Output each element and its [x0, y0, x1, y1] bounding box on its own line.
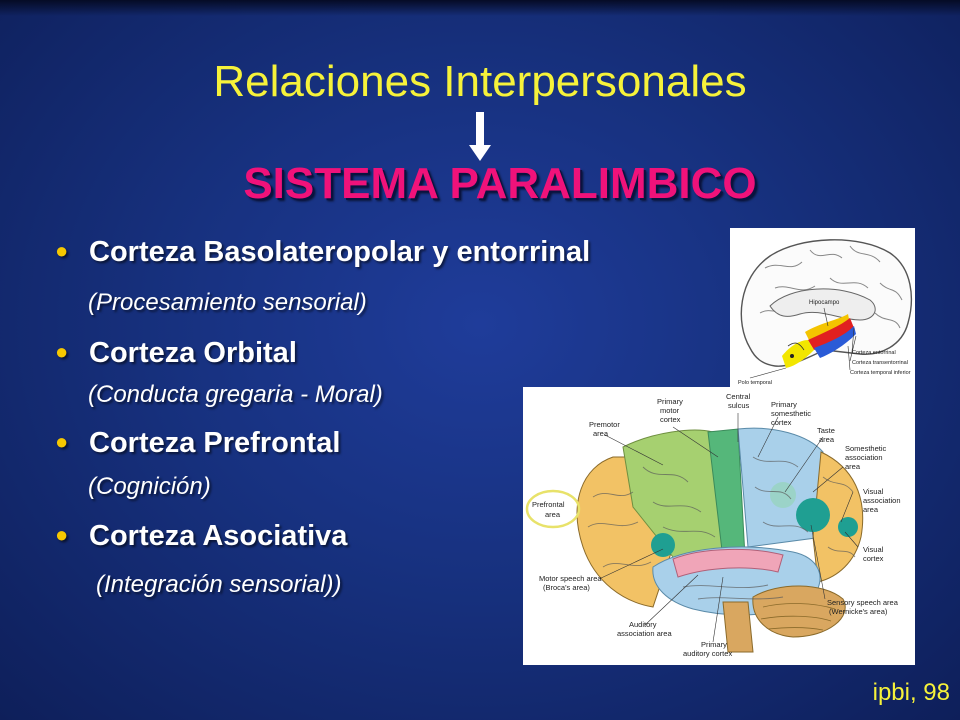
label-corteza-entorrinal: Corteza entorrinal — [852, 350, 896, 356]
label-motor-speech-2: (Broca's area) — [543, 583, 590, 592]
label-hipocampo: Hipocampo — [809, 300, 840, 306]
bullet-desc-3: (Cognición) — [88, 473, 211, 500]
label-polo-temporal: Polo temporal — [738, 380, 772, 386]
label-primary-motor-2: motor — [660, 406, 680, 415]
label-primary-auditory-2: auditory cortex — [683, 649, 732, 658]
label-visual-cortex-1: Visual — [863, 545, 884, 554]
label-prefrontal-2: area — [545, 510, 561, 519]
label-visual-assoc-3: area — [863, 505, 879, 514]
medial-brain-illustration: Hipocampo Corteza entorrinal Corteza tra… — [738, 239, 913, 386]
label-corteza-transentorrinal: Corteza transentorrinal — [852, 360, 908, 366]
slide-credit: ipbi, 98 — [872, 679, 950, 706]
label-corteza-temporal-inferior: Corteza temporal inferior — [850, 370, 911, 376]
label-central-1: Central — [726, 392, 751, 401]
label-primary-motor-1: Primary — [657, 397, 683, 406]
medial-brain-image: Hipocampo Corteza entorrinal Corteza tra… — [730, 228, 915, 390]
label-somesthetic-3: cortex — [771, 418, 792, 427]
bullet-desc-2: (Conducta gregaria - Moral) — [88, 381, 383, 408]
label-somesthetic-1: Primary — [771, 400, 797, 409]
label-primary-auditory-1: Primary — [701, 640, 727, 649]
lateral-brain-image: Premotor area Primary motor cortex Centr… — [523, 387, 915, 665]
bullet-item-1: ● Corteza Basolateropolar y entorrinal — [55, 234, 590, 269]
label-visual-assoc-1: Visual — [863, 487, 884, 496]
bullet-desc-1: (Procesamiento sensorial) — [88, 289, 367, 316]
lateral-brain-illustration: Premotor area Primary motor cortex Centr… — [525, 392, 901, 658]
slide-subtitle: SISTEMA PARALIMBICO — [243, 159, 757, 208]
bullet-desc-4: (Integración sensorial)) — [96, 571, 342, 598]
label-auditory-assoc-1: Auditory — [629, 620, 657, 629]
bullet-dot-icon: ● — [55, 339, 69, 364]
label-auditory-assoc-2: association area — [617, 629, 672, 638]
bullet-item-3: ● Corteza Prefrontal — [55, 425, 340, 460]
bullet-label: Corteza Asociativa — [89, 520, 348, 552]
label-somesthetic-assoc-3: area — [845, 462, 861, 471]
label-taste-2: area — [819, 435, 835, 444]
bullet-label: Corteza Orbital — [89, 337, 297, 369]
label-premotor-1: Premotor — [589, 420, 620, 429]
slide-title: Relaciones Interpersonales — [213, 57, 747, 106]
bullet-dot-icon: ● — [55, 238, 69, 263]
bullet-item-4: ● Corteza Asociativa — [55, 518, 347, 553]
label-somesthetic-assoc-1: Somesthetic — [845, 444, 887, 453]
label-prefrontal-1: Prefrontal — [532, 500, 565, 509]
label-sensory-speech-2: (Wernicke's area) — [829, 607, 888, 616]
label-visual-cortex-2: cortex — [863, 554, 884, 563]
label-motor-speech-1: Motor speech area — [539, 574, 602, 583]
bullet-item-2: ● Corteza Orbital — [55, 335, 297, 370]
bullet-label: Corteza Basolateropolar y entorrinal — [89, 236, 591, 268]
top-shadow-band — [0, 0, 960, 16]
label-primary-motor-3: cortex — [660, 415, 681, 424]
bullet-label: Corteza Prefrontal — [89, 427, 341, 459]
label-central-2: sulcus — [728, 401, 750, 410]
bullet-dot-icon: ● — [55, 522, 69, 547]
label-somesthetic-assoc-2: association — [845, 453, 883, 462]
label-somesthetic-2: somesthetic — [771, 409, 811, 418]
label-visual-assoc-2: association — [863, 496, 901, 505]
down-arrow-icon — [469, 112, 491, 161]
label-premotor-2: area — [593, 429, 609, 438]
label-taste-1: Taste — [817, 426, 835, 435]
label-sensory-speech-1: Sensory speech area — [827, 598, 899, 607]
bullet-dot-icon: ● — [55, 429, 69, 454]
